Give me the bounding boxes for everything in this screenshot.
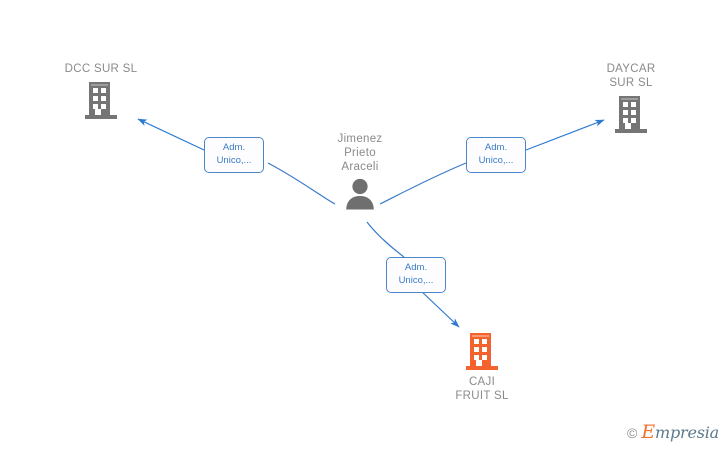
node-label-jimenez-prieto-araceli: Jimenez Prieto Araceli: [337, 133, 383, 173]
edge-label-line1: Adm.: [484, 142, 508, 153]
node-label-dcc-sur-sl: DCC SUR SL: [64, 63, 138, 75]
node-caji-fruit-sl[interactable]: CAJI FRUIT SL: [422, 331, 542, 403]
copyright-icon: ©: [627, 424, 638, 441]
building-icon: [83, 80, 119, 120]
node-label-daycar-sur-sl: DAYCAR SUR SL: [606, 63, 656, 89]
edge-label-dcc[interactable]: Adm. Unico,...: [204, 137, 264, 173]
edge-line-dcc: [137, 118, 336, 205]
building-icon: [613, 94, 649, 134]
node-label-caji-fruit-sl: CAJI FRUIT SL: [455, 376, 509, 402]
node-daycar-sur-sl[interactable]: DAYCAR SUR SL: [571, 62, 691, 134]
brand-rest: mpresia: [655, 423, 719, 442]
node-dcc-sur-sl[interactable]: DCC SUR SL: [41, 62, 161, 120]
edge-line-caji: [366, 221, 460, 328]
edge-label-line2: Unico,...: [398, 274, 434, 286]
building-icon-highlighted: [464, 331, 500, 371]
edge-label-line1: Adm.: [222, 142, 246, 153]
brand-wordmark: Empresia: [641, 423, 719, 442]
person-icon: [343, 178, 377, 210]
edge-line-daycar: [379, 119, 605, 205]
edge-label-daycar[interactable]: Adm. Unico,...: [466, 137, 526, 173]
edge-label-caji[interactable]: Adm. Unico,...: [386, 257, 446, 293]
edge-label-line2: Unico,...: [216, 154, 252, 166]
watermark: © Empresia: [627, 423, 719, 442]
edge-label-line1: Adm.: [404, 262, 428, 273]
brand-initial: E: [641, 421, 655, 443]
node-jimenez-prieto-araceli[interactable]: Jimenez Prieto Araceli: [298, 132, 422, 210]
edge-label-line2: Unico,...: [478, 154, 514, 166]
